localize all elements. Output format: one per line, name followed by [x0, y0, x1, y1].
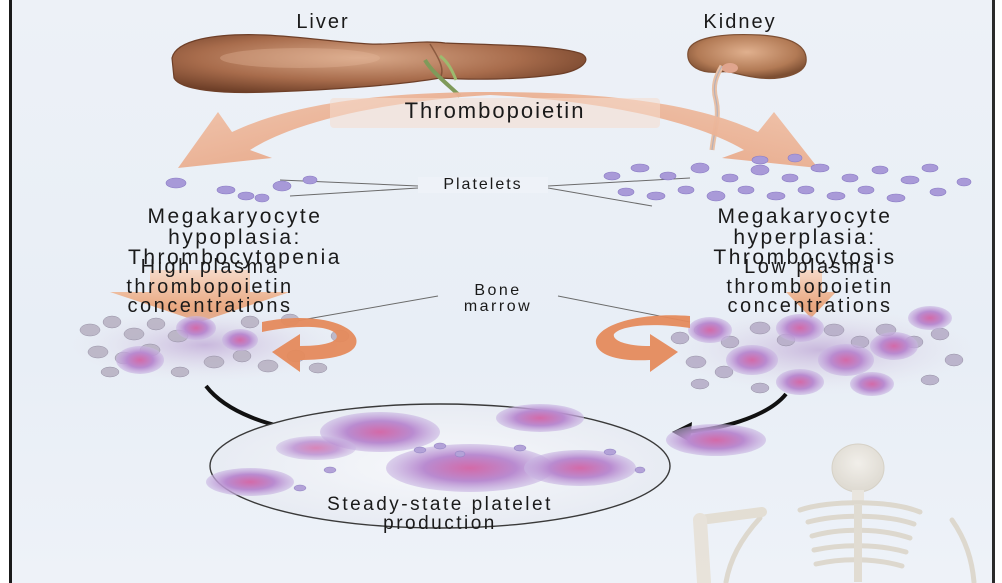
right-condition-line-1: Megakaryocyte: [630, 207, 980, 228]
left-condition-line-1: Megakaryocyte: [60, 207, 410, 228]
right-condition-line-2: hyperplasia:: [630, 228, 980, 249]
bone-marrow-line-1: Bone: [438, 283, 558, 299]
platelets-label: Platelets: [418, 177, 548, 193]
steady-state-line-2: production: [290, 515, 590, 534]
right-concentration-label: Low plasma thrombopoietin concentrations: [650, 258, 970, 317]
left-concentration-line-1: High plasma: [60, 258, 360, 278]
left-concentration-line-3: concentrations: [60, 297, 360, 317]
right-concentration-line-3: concentrations: [650, 297, 970, 317]
skeleton-illustration: [700, 444, 974, 582]
kidney-label: Kidney: [660, 12, 820, 32]
liver-label: Liver: [258, 12, 388, 32]
left-condition-line-2: hypoplasia:: [60, 228, 410, 249]
right-bone-marrow: [596, 306, 980, 396]
steady-state-label: Steady-state platelet production: [290, 496, 590, 533]
thrombopoietin-label: Thrombopoietin: [330, 100, 660, 122]
bone-marrow-label: Bone marrow: [438, 283, 558, 314]
platelets-left: [166, 176, 317, 202]
liver-organ: [172, 35, 586, 96]
bone-marrow-line-2: marrow: [438, 299, 558, 315]
right-concentration-line-1: Low plasma: [650, 258, 970, 278]
left-concentration-label: High plasma thrombopoietin concentration…: [60, 258, 360, 317]
steady-state-line-1: Steady-state platelet: [290, 496, 590, 515]
